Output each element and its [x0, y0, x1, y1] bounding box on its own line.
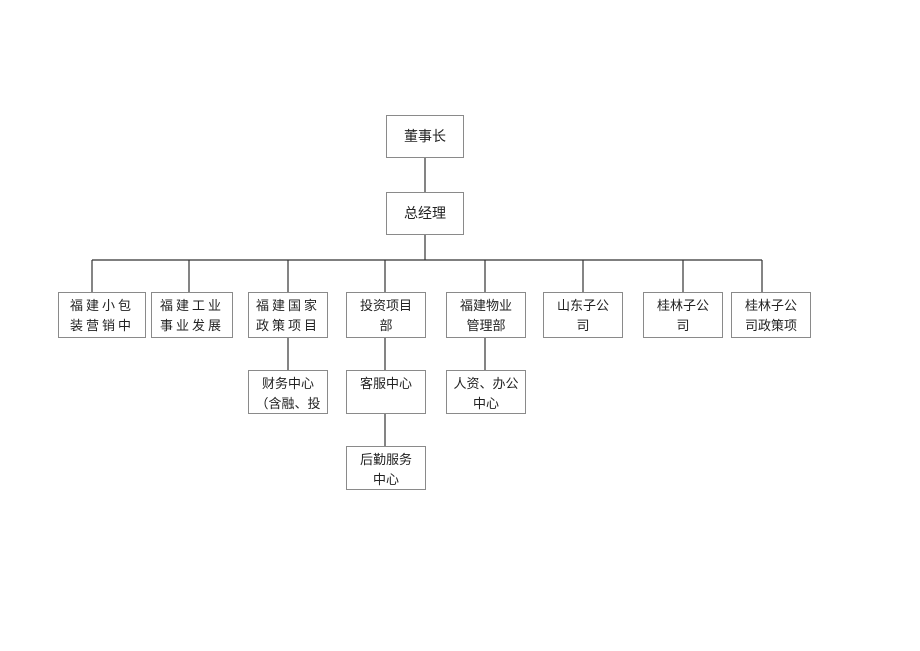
dept-label-line1: 福建国家 [255, 299, 320, 314]
chairman-label: 董事长 [404, 128, 446, 145]
dept-shandong-subsidiary: 山东子公 司 [543, 292, 623, 338]
dept-label-line2: 管理部 [466, 319, 506, 334]
dept-label-line1: 投资项目 [359, 299, 412, 314]
sub-logistics: 后勤服务 中心 [346, 446, 426, 490]
dept-label-line2: 司政策项 [744, 319, 797, 334]
dept-label-line1: 桂林子公 [744, 299, 797, 314]
dept-fujian-property: 福建物业 管理部 [446, 292, 526, 338]
sub-finance-center: 财务中心 （含融、投 [248, 370, 328, 414]
dept-label-line2: 司 [676, 319, 690, 334]
sub-hr-office: 人资、办公 中心 [446, 370, 526, 414]
sub-label-line1: 客服中心 [359, 377, 412, 392]
dept-label-line1: 桂林子公 [656, 299, 709, 314]
sub-label-line1: 财务中心 [261, 377, 314, 392]
dept-fujian-industry: 福建工业 事业发展 [151, 292, 233, 338]
general-manager-label: 总经理 [404, 205, 446, 222]
dept-label-line1: 福建小包 [69, 299, 134, 314]
chairman-box: 董事长 [386, 115, 464, 158]
sub-label-line1: 后勤服务 [359, 453, 412, 468]
dept-fujian-packaging: 福建小包 装营销中 [58, 292, 146, 338]
dept-label-line1: 福建工业 [159, 299, 224, 314]
general-manager-box: 总经理 [386, 192, 464, 235]
dept-fujian-policy: 福建国家 政策项目 [248, 292, 328, 338]
dept-label-line1: 福建物业 [459, 299, 512, 314]
dept-label-line2: 部 [379, 319, 393, 334]
dept-label-line2: 装营销中 [69, 319, 134, 334]
dept-label-line1: 山东子公 [556, 299, 609, 314]
dept-investment: 投资项目 部 [346, 292, 426, 338]
sub-label-line2: （含融、投 [255, 397, 321, 412]
sub-label-line1: 人资、办公 [453, 377, 519, 392]
dept-guilin-policy: 桂林子公 司政策项 [731, 292, 811, 338]
dept-label-line2: 司 [576, 319, 590, 334]
dept-label-line2: 事业发展 [159, 319, 224, 334]
dept-guilin-subsidiary: 桂林子公 司 [643, 292, 723, 338]
sub-customer-service: 客服中心 [346, 370, 426, 414]
sub-label-line2: 中心 [472, 397, 499, 412]
dept-label-line2: 政策项目 [255, 319, 320, 334]
sub-label-line2: 中心 [372, 473, 399, 488]
